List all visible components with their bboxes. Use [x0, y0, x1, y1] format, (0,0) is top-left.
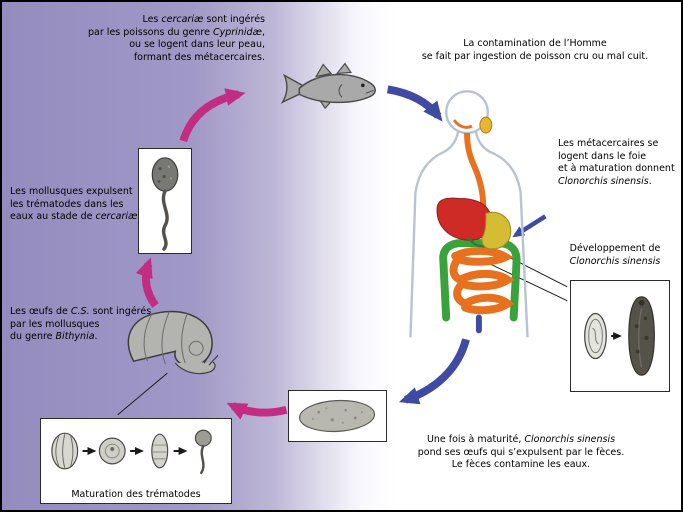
maturation-stages-drawing	[51, 429, 212, 475]
stomach-shape	[481, 211, 512, 250]
arrow-human-to-egg	[398, 338, 470, 405]
human-torso-right	[474, 131, 529, 338]
fish-icon	[280, 62, 376, 110]
egg-drawing	[298, 399, 376, 433]
snail-icon	[127, 310, 219, 375]
human-figure	[409, 90, 529, 338]
esophagus-shape	[464, 132, 487, 211]
arrow-liver-pointer	[512, 214, 547, 238]
mouth-shape	[452, 119, 473, 129]
egg-inset-box	[288, 390, 387, 442]
small-intestine-shape	[449, 246, 515, 315]
maturation-inset-box: Maturation des trématodes	[40, 418, 232, 504]
cercaria-inset-box	[138, 148, 192, 254]
label-maturity-eggs: Une fois à maturité, Clonorchis sinensis…	[417, 434, 625, 471]
cycle-arrows-blue	[386, 85, 547, 405]
arrow-egg-to-snail	[226, 402, 288, 420]
cycle-arrows-magenta	[135, 88, 288, 420]
arrow-cercaria-to-fish	[179, 88, 246, 143]
colon-shape	[439, 239, 521, 322]
line-snail-to-maturation	[117, 372, 168, 416]
maturation-caption: Maturation des trématodes	[71, 489, 201, 500]
pharynx-shape	[479, 116, 493, 134]
arrow-snail-to-cercaria	[135, 257, 159, 308]
liver-shape	[436, 197, 492, 241]
development-drawing	[584, 296, 655, 376]
human-torso-left	[409, 131, 460, 338]
development-inset-box	[570, 280, 670, 392]
line-devbox-to-liver-2	[487, 262, 568, 302]
cercaria-drawing	[151, 157, 179, 251]
arrow-fish-to-human	[386, 85, 443, 122]
